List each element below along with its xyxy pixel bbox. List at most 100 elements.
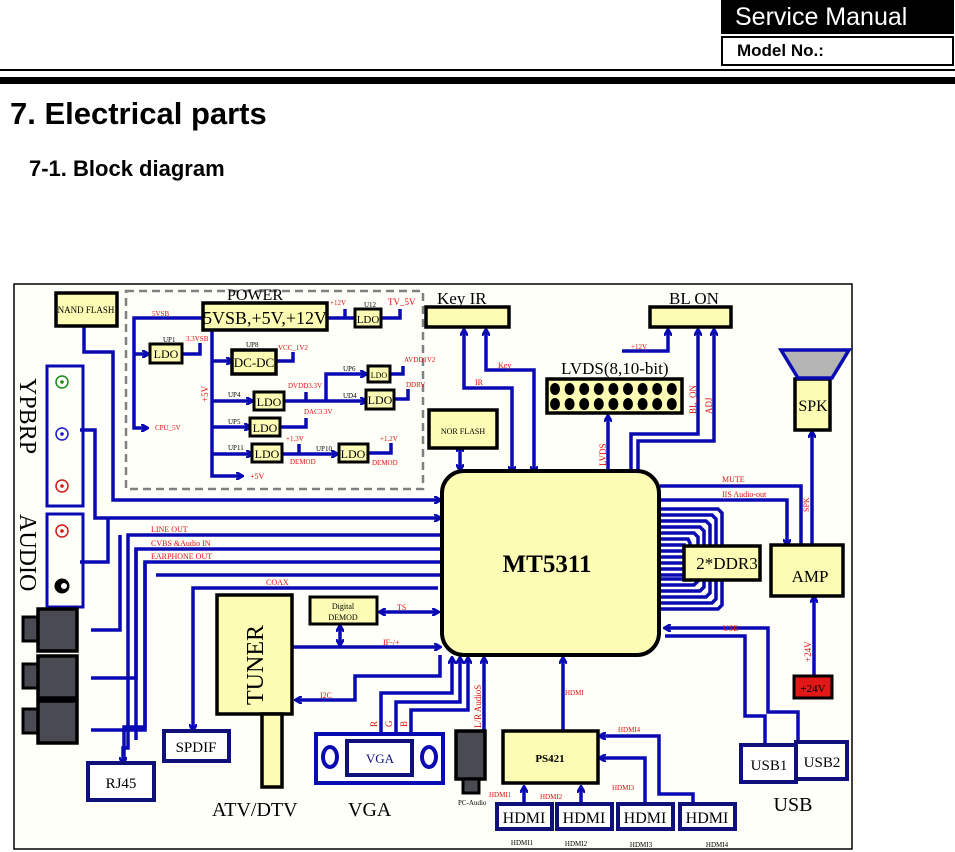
ldo-ud4	[364, 388, 396, 411]
wire-coax	[193, 586, 438, 730]
wire-key	[486, 330, 534, 472]
wire-iis	[660, 498, 787, 545]
section-subtitle: 7-1. Block diagram	[29, 156, 225, 181]
audio-connector	[45, 512, 85, 609]
mt5311-soc	[440, 469, 661, 657]
lvds-pin	[593, 398, 604, 410]
label-ir: IR	[475, 378, 484, 387]
label-hdmi-main: HDMI	[565, 689, 584, 697]
ypbrp-label: YPBRP	[14, 378, 40, 454]
ddr3-block	[682, 544, 762, 582]
header-rule-thick	[0, 77, 955, 84]
label-b: B	[399, 721, 409, 727]
pc-audio-plug	[461, 777, 481, 795]
vga-screw-right	[420, 745, 438, 769]
ypbpr-connector	[45, 364, 85, 508]
lvds-pin	[608, 398, 619, 410]
key-ir-block	[424, 305, 511, 329]
up6-label: UP6	[343, 365, 356, 373]
hdmi4-port-label: HDMI	[686, 810, 729, 827]
ldo-up10	[337, 442, 370, 464]
ypbpr-pr-jack	[55, 479, 69, 493]
av-jacks	[21, 607, 79, 745]
wire-5v-bus	[210, 328, 242, 476]
spdif-label: SPDIF	[176, 740, 217, 756]
audio-red-dot	[60, 529, 64, 533]
jack2-body	[36, 654, 79, 700]
lvds-pin	[564, 383, 575, 395]
label-vcc1v2: VCC_1V2	[278, 344, 308, 352]
label-hdmi2-wire: HDMI2	[540, 793, 563, 801]
label-line-out: LINE OUT	[151, 525, 188, 534]
ypbpr-pb-dot	[60, 432, 64, 436]
psu-24v-label: +24V	[800, 683, 825, 695]
tuner-label: TUNER	[243, 625, 269, 705]
ldo-ud4-label: LDO	[368, 393, 393, 407]
wire-vcc1v2	[277, 352, 295, 363]
label-p5v-vert: +5V	[200, 385, 210, 402]
up1-label: UP1	[163, 336, 176, 344]
pc-audio-jack	[454, 729, 487, 781]
label-dac33: DAC3.3V	[304, 408, 333, 416]
wire-3v3sb	[183, 343, 202, 356]
label-3v3sb: 3.3VSB	[186, 335, 209, 343]
power-title: POWER	[227, 287, 283, 304]
dcdc-block	[230, 348, 278, 376]
ldo-up6-label: LDO	[371, 371, 388, 380]
wire-mute	[660, 484, 803, 545]
ypbpr-pr-dot	[60, 484, 64, 488]
lvds-pin	[652, 383, 663, 395]
usb-group-label: USB	[774, 794, 813, 816]
wire-usb1	[665, 634, 767, 746]
digital-demod-label-2: DEMOD	[328, 613, 358, 622]
ypbpr-y-dot	[60, 380, 64, 384]
power-main-block	[201, 301, 329, 332]
ldo-up1-label: LDO	[154, 347, 179, 361]
lvds-pins	[550, 383, 677, 410]
header-rule-thin	[0, 69, 955, 71]
label-if: IF-/+	[383, 638, 400, 647]
audio-label: AUDIO	[14, 514, 40, 591]
ud4-label: UD4	[343, 392, 357, 400]
tuner-block	[215, 593, 294, 716]
lvds-pin	[608, 383, 619, 395]
hdmi1-port-label: HDMI	[503, 810, 546, 827]
ldo-up6	[366, 364, 392, 384]
wire-ddrv	[394, 389, 410, 401]
wire-hdmi3	[600, 758, 647, 803]
up5-label: UP5	[228, 418, 241, 426]
wire-vga-r	[379, 658, 452, 733]
label-r: R	[369, 721, 379, 727]
ldo-u12	[353, 307, 383, 329]
hdmi4-port	[678, 802, 737, 831]
ps421-block	[501, 729, 600, 785]
wire-avdd1v2	[389, 366, 405, 376]
wire-jack2	[91, 549, 138, 680]
pc-audio-label: PC-Audio	[458, 799, 487, 807]
bl-on-title: BL ON	[669, 289, 719, 308]
ldo-up4-label: LDO	[257, 395, 282, 409]
label-bl-on: BL_ON	[688, 385, 698, 415]
wire-usb2	[665, 628, 800, 744]
lvds-pin	[637, 398, 648, 410]
label-spk: SPK	[802, 497, 811, 512]
ps421-label: PS421	[535, 753, 564, 765]
ldo-up11	[250, 442, 284, 464]
bl-on-block	[648, 305, 733, 329]
label-iis: IIS Audio-out	[722, 490, 767, 499]
nand-flash-block	[54, 291, 119, 328]
label-mute: MUTE	[722, 475, 745, 484]
lvds-pin	[666, 383, 677, 395]
ypbpr-y-jack	[55, 375, 69, 389]
amp-label: AMP	[792, 567, 829, 586]
wire-vga-b	[409, 658, 468, 733]
wire-bl-on	[629, 330, 698, 470]
label-p5v-out: +5V	[250, 472, 265, 481]
hdmi2-port-label: HDMI	[563, 810, 606, 827]
vga-inner	[345, 739, 414, 777]
wire-jack3	[91, 562, 147, 732]
psu-24v-block	[792, 674, 834, 700]
hdmi2-name: HDMI2	[565, 840, 588, 848]
speaker-cone-icon	[777, 348, 853, 380]
wire-nand-flash	[82, 326, 440, 500]
